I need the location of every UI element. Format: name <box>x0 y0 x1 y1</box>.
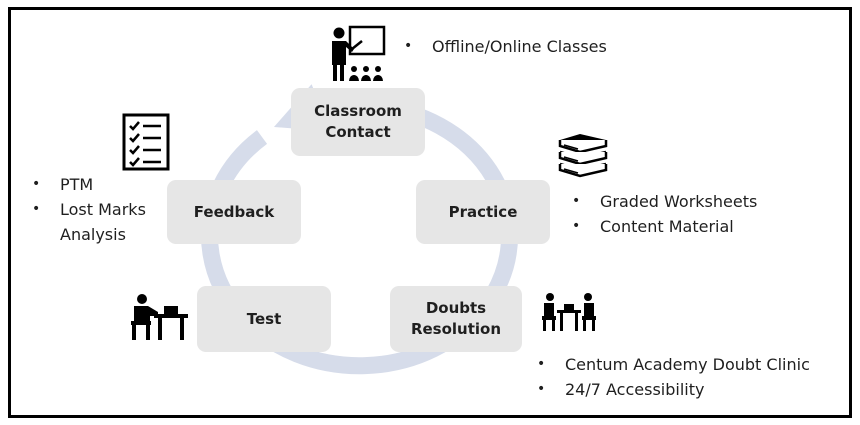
notes-doubts: Centum Academy Doubt Clinic 24/7 Accessi… <box>535 352 810 402</box>
notes-practice: Graded Worksheets Content Material <box>570 189 757 239</box>
node-classroom-label: Classroom Contact <box>314 102 402 141</box>
note-item: Content Material <box>570 214 757 239</box>
note-item: Offline/Online Classes <box>402 34 607 59</box>
note-item: Centum Academy Doubt Clinic <box>535 352 810 377</box>
teacher-at-board-icon <box>332 25 386 81</box>
checklist-icon <box>122 113 170 171</box>
stacked-books-icon <box>558 134 608 178</box>
node-doubts-resolution: Doubts Resolution <box>390 286 522 352</box>
note-item: Graded Worksheets <box>570 189 757 214</box>
node-test-label: Test <box>246 309 282 328</box>
node-practice: Practice <box>416 180 550 244</box>
note-item: PTM <box>30 172 146 197</box>
notes-classroom: Offline/Online Classes <box>402 34 607 59</box>
note-item: 24/7 Accessibility <box>535 377 810 402</box>
node-practice-label: Practice <box>448 202 518 221</box>
note-item: Lost Marks <box>30 197 146 222</box>
node-doubts-label: Doubts Resolution <box>410 299 502 338</box>
node-feedback: Feedback <box>167 180 301 244</box>
note-item-continuation: Analysis <box>60 225 126 244</box>
two-people-at-desk-icon <box>542 293 596 331</box>
node-feedback-label: Feedback <box>193 202 275 221</box>
node-test: Test <box>197 286 331 352</box>
notes-feedback: PTM Lost Marks Analysis <box>30 172 146 247</box>
node-classroom-contact: Classroom Contact <box>291 88 425 156</box>
student-at-desk-icon <box>131 294 188 340</box>
